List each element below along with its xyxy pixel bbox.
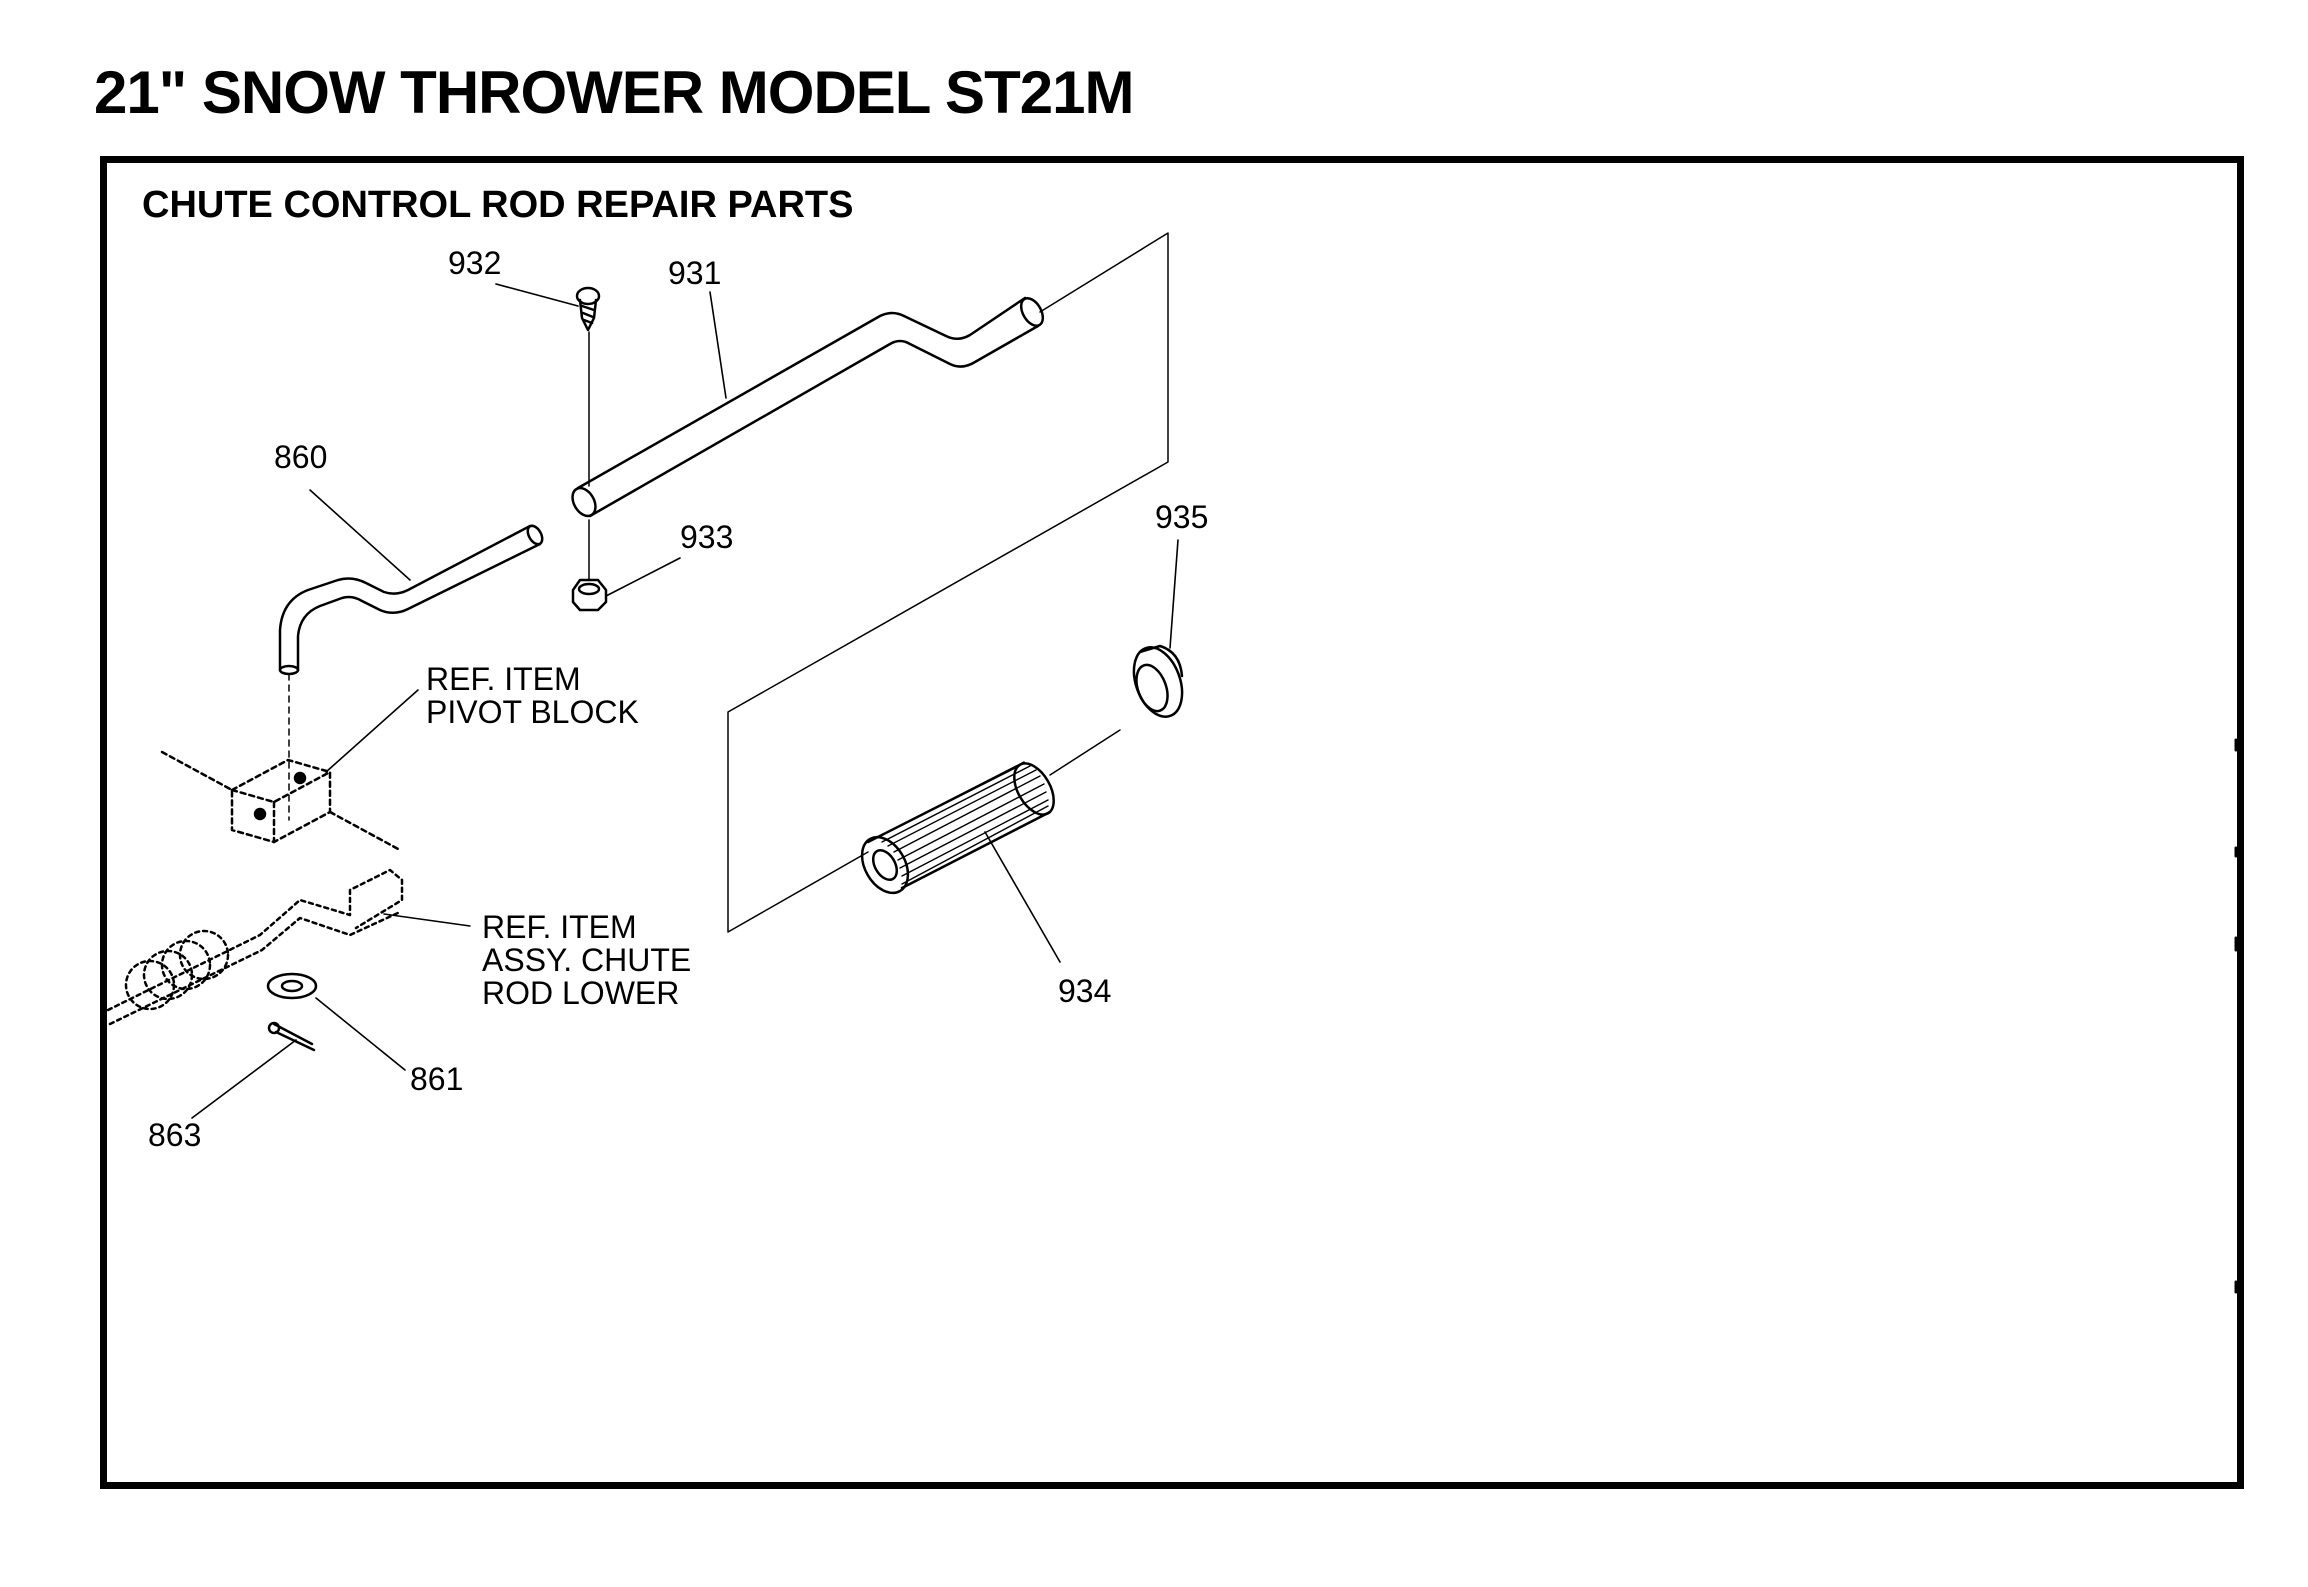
- bent-rod-860: [278, 524, 544, 821]
- callout-931: 931: [668, 255, 721, 291]
- handle-grip-934: [860, 729, 1121, 895]
- callout-860: 860: [274, 439, 327, 475]
- pivot-hole-top: [293, 771, 307, 785]
- callout-934: 934: [1058, 973, 1111, 1009]
- diagram-frame: [100, 156, 2244, 1489]
- screw-932: [575, 286, 601, 581]
- callout-935: 935: [1155, 499, 1208, 535]
- lower-chute-rod-ref: [106, 868, 404, 1026]
- group-outline: [727, 232, 1169, 933]
- ref-pivot-block-line1: REF. ITEM: [426, 661, 581, 697]
- pivot-hole-side: [253, 807, 267, 821]
- callout-932: 932: [448, 245, 501, 281]
- pivot-block-ref: [160, 750, 402, 852]
- ref-pivot-block-line2: PIVOT BLOCK: [426, 694, 639, 730]
- callout-933: 933: [680, 519, 733, 555]
- cotter-pin-863: [267, 1021, 316, 1052]
- ref-chute-rod-line1: REF. ITEM: [482, 909, 637, 945]
- leader-lines: [191, 283, 1179, 1119]
- ref-chute-rod-line3: ROD LOWER: [482, 975, 679, 1011]
- upper-control-rod-931: [571, 296, 1045, 518]
- washer-861: [266, 972, 318, 1000]
- hex-nut-933: [571, 578, 608, 612]
- callout-861: 861: [410, 1061, 463, 1097]
- ref-chute-rod-line2: ASSY. CHUTE: [482, 942, 691, 978]
- page-title: 21" SNOW THROWER MODEL ST21M: [94, 59, 1134, 126]
- grommet-935: [1132, 644, 1184, 718]
- section-title: CHUTE CONTROL ROD REPAIR PARTS: [142, 184, 854, 226]
- callout-863: 863: [148, 1117, 201, 1153]
